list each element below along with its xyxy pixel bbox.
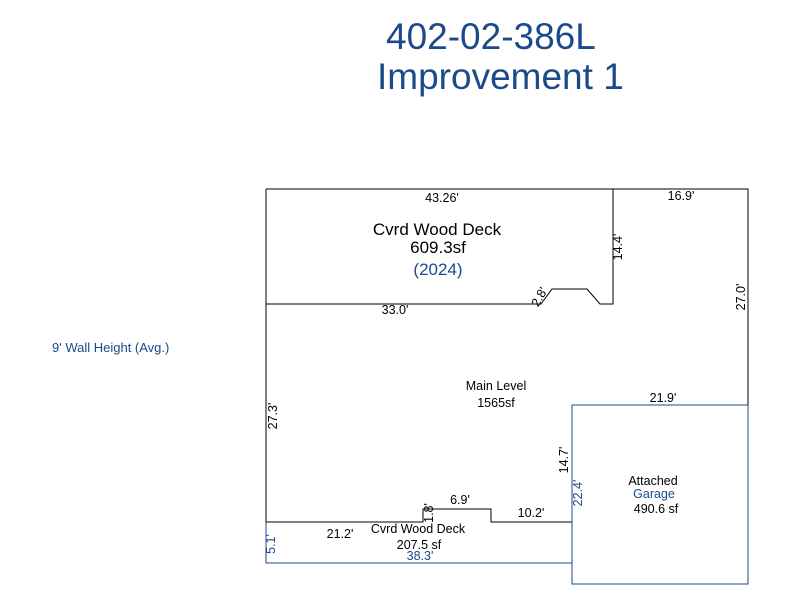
deck-bottom-name: Cvrd Wood Deck xyxy=(371,522,466,536)
improvement-title: Improvement 1 xyxy=(377,56,624,97)
garage-outline xyxy=(571,404,749,585)
dim-14-7: 14.7' xyxy=(557,447,571,474)
main-outline xyxy=(265,188,749,523)
parcel-id-title: 402-02-386L xyxy=(386,16,596,57)
main-level-name: Main Level xyxy=(466,379,526,393)
deck-bottom-area: 207.5 sf xyxy=(397,538,442,552)
dim-21-2: 21.2' xyxy=(327,527,354,541)
dim-1-8: 1.8' xyxy=(422,503,436,523)
deck-top-year: (2024) xyxy=(413,260,462,279)
deck-top-outline xyxy=(266,189,614,305)
dim-43-26: 43.26' xyxy=(425,191,459,205)
garage-area: 490.6 sf xyxy=(634,502,679,516)
dim-22-4: 22.4' xyxy=(571,480,585,507)
dim-16-9: 16.9' xyxy=(668,189,695,203)
garage-name: Attached xyxy=(628,474,677,488)
dim-38-3: 38.3' xyxy=(407,549,434,563)
dim-33-0: 33.0' xyxy=(382,303,409,317)
garage-subname: Garage xyxy=(633,487,675,501)
dim-5-1: 5.1' xyxy=(264,534,278,554)
dim-10-2: 10.2' xyxy=(518,506,545,520)
main-level-area: 1565sf xyxy=(477,396,515,410)
dim-27-3: 27.3' xyxy=(266,403,280,430)
dim-6-9: 6.9' xyxy=(450,493,470,507)
dim-2-8: 2.8' xyxy=(529,285,551,309)
deck-top-area: 609.3sf xyxy=(410,238,466,257)
deck-top-name: Cvrd Wood Deck xyxy=(373,220,502,239)
wall-height-note: 9' Wall Height (Avg.) xyxy=(52,340,170,355)
dim-21-9: 21.9' xyxy=(650,391,677,405)
dim-27-0: 27.0' xyxy=(734,284,748,311)
dim-14-4: 14.4' xyxy=(611,234,625,261)
deck-bottom-outline xyxy=(265,522,572,564)
